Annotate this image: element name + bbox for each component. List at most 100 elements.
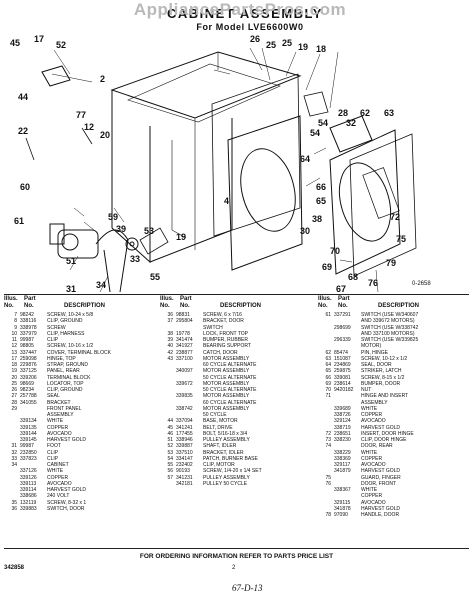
exploded-diagram: 17 45 52 26 25 25 19 18 44 2 77 12 22 28… [10,34,417,292]
handwritten-note: 67-D-13 [232,583,263,593]
callout-67: 67 [336,284,346,292]
part-description: GUARD, FINGER [361,474,401,481]
part-number: 341878 [334,505,351,512]
part-description: SCREW, 10-24 x 5/8 [47,312,94,318]
part-description: CLIP [47,337,59,343]
diagram-code: 0-2658 [412,281,431,287]
part-description: CLIP, GROUND [47,387,83,393]
part-description: AND 339672 MOTORS) [361,318,415,325]
parts-row: ASSEMBLY [318,400,418,406]
part-description: TERMINAL BLOCK [47,374,91,381]
page-number: 2 [232,565,236,571]
part-number: 337126 [20,468,37,475]
illus-number: 65 [325,368,331,375]
illus-number: 76 [325,480,331,487]
part-number: 98242 [20,312,34,318]
illus-number: 34 [11,462,17,468]
part-description: HARVEST GOLD [361,505,400,512]
part-description: PULLEY ASSEMBLY [203,474,250,481]
callout-34: 34 [96,280,106,290]
part-number: 339672 [176,380,193,387]
part-description: CABINET [47,462,69,468]
callout-22: 22 [18,126,28,136]
part-description: HARVEST GOLD [47,487,86,493]
part-number: 339206 [20,374,37,381]
door-rear-panel [329,129,401,275]
parts-row: ASSEMBLY [4,412,111,418]
part-description: SEAL [47,393,60,400]
part-description: BRACKET, DOOR [203,318,244,325]
parts-row: 50 CYCLE ALTERNATE [160,375,262,381]
callout-60: 60 [20,182,30,192]
parts-row: 50 CYCLE ALTERNATE [160,387,262,393]
illus-number: 64 [325,362,331,368]
part-description: COPPER [361,455,383,462]
part-number: 342181 [176,480,193,487]
part-description: SWITCH (USE W/339825 [361,337,419,343]
part-number: 337823 [20,455,37,462]
part-number: 329117 [334,462,351,468]
illus-number: 54 [167,455,173,462]
callout-17: 17 [34,34,44,44]
illus-number: 70 [325,387,331,393]
part-description: SEAL, DOOR [361,362,392,368]
part-description: ASSEMBLY [47,412,74,418]
part-number: 232402 [176,462,193,468]
part-number: 338369 [334,455,351,462]
illus-number: 75 [325,474,331,481]
callout-59: 59 [108,212,118,222]
part-description: WHITE [361,487,378,493]
part-description: 60 CYCLE ALTERNATE [203,362,257,368]
part-description: COPPER [47,424,69,431]
callout-62: 62 [360,108,370,118]
part-description: INSERT, DOOR HINGE [361,430,414,437]
part-description: SCREW, 10-12 x 1/2 [361,355,408,362]
illus-number: 35 [11,499,17,506]
part-description: AND 337100 MOTORS) [361,330,415,337]
part-description: AVOCADO [361,462,386,468]
callout-61: 61 [14,216,24,226]
ordering-footer: FOR ORDERING INFORMATION REFER TO PARTS … [139,553,334,560]
part-description: WHITE [361,449,378,456]
part-description: PULLEY 50 CYCLE [203,480,248,487]
illus-number: 7 [14,312,17,318]
part-description: BUMPER, DOOR [361,380,401,387]
callout-38: 38 [312,214,322,224]
part-number: 338686 [20,493,37,500]
part-number: 338978 [20,324,37,331]
parts-row: 60 CYCLE ALTERNATE [160,400,262,406]
part-number: 338230 [334,437,351,443]
part-number: 238614 [334,380,351,387]
part-description: PANEL, REAR [47,368,80,375]
illus-number: 53 [167,449,173,456]
callout-44: 44 [18,92,28,102]
part-description: LOCK, FRONT TOP [203,330,249,337]
illus-number: 69 [325,380,331,387]
rule-top [4,294,469,295]
part-description: SWITCH, DOOR [47,505,85,512]
parts-row: AND 337100 MOTORS) [318,331,418,337]
callout-79: 79 [386,258,396,268]
part-description: HARVEST GOLD [361,424,400,431]
front-panel [227,115,303,271]
illus-number: 18 [11,362,17,368]
part-description: HARVEST GOLD [47,437,86,443]
